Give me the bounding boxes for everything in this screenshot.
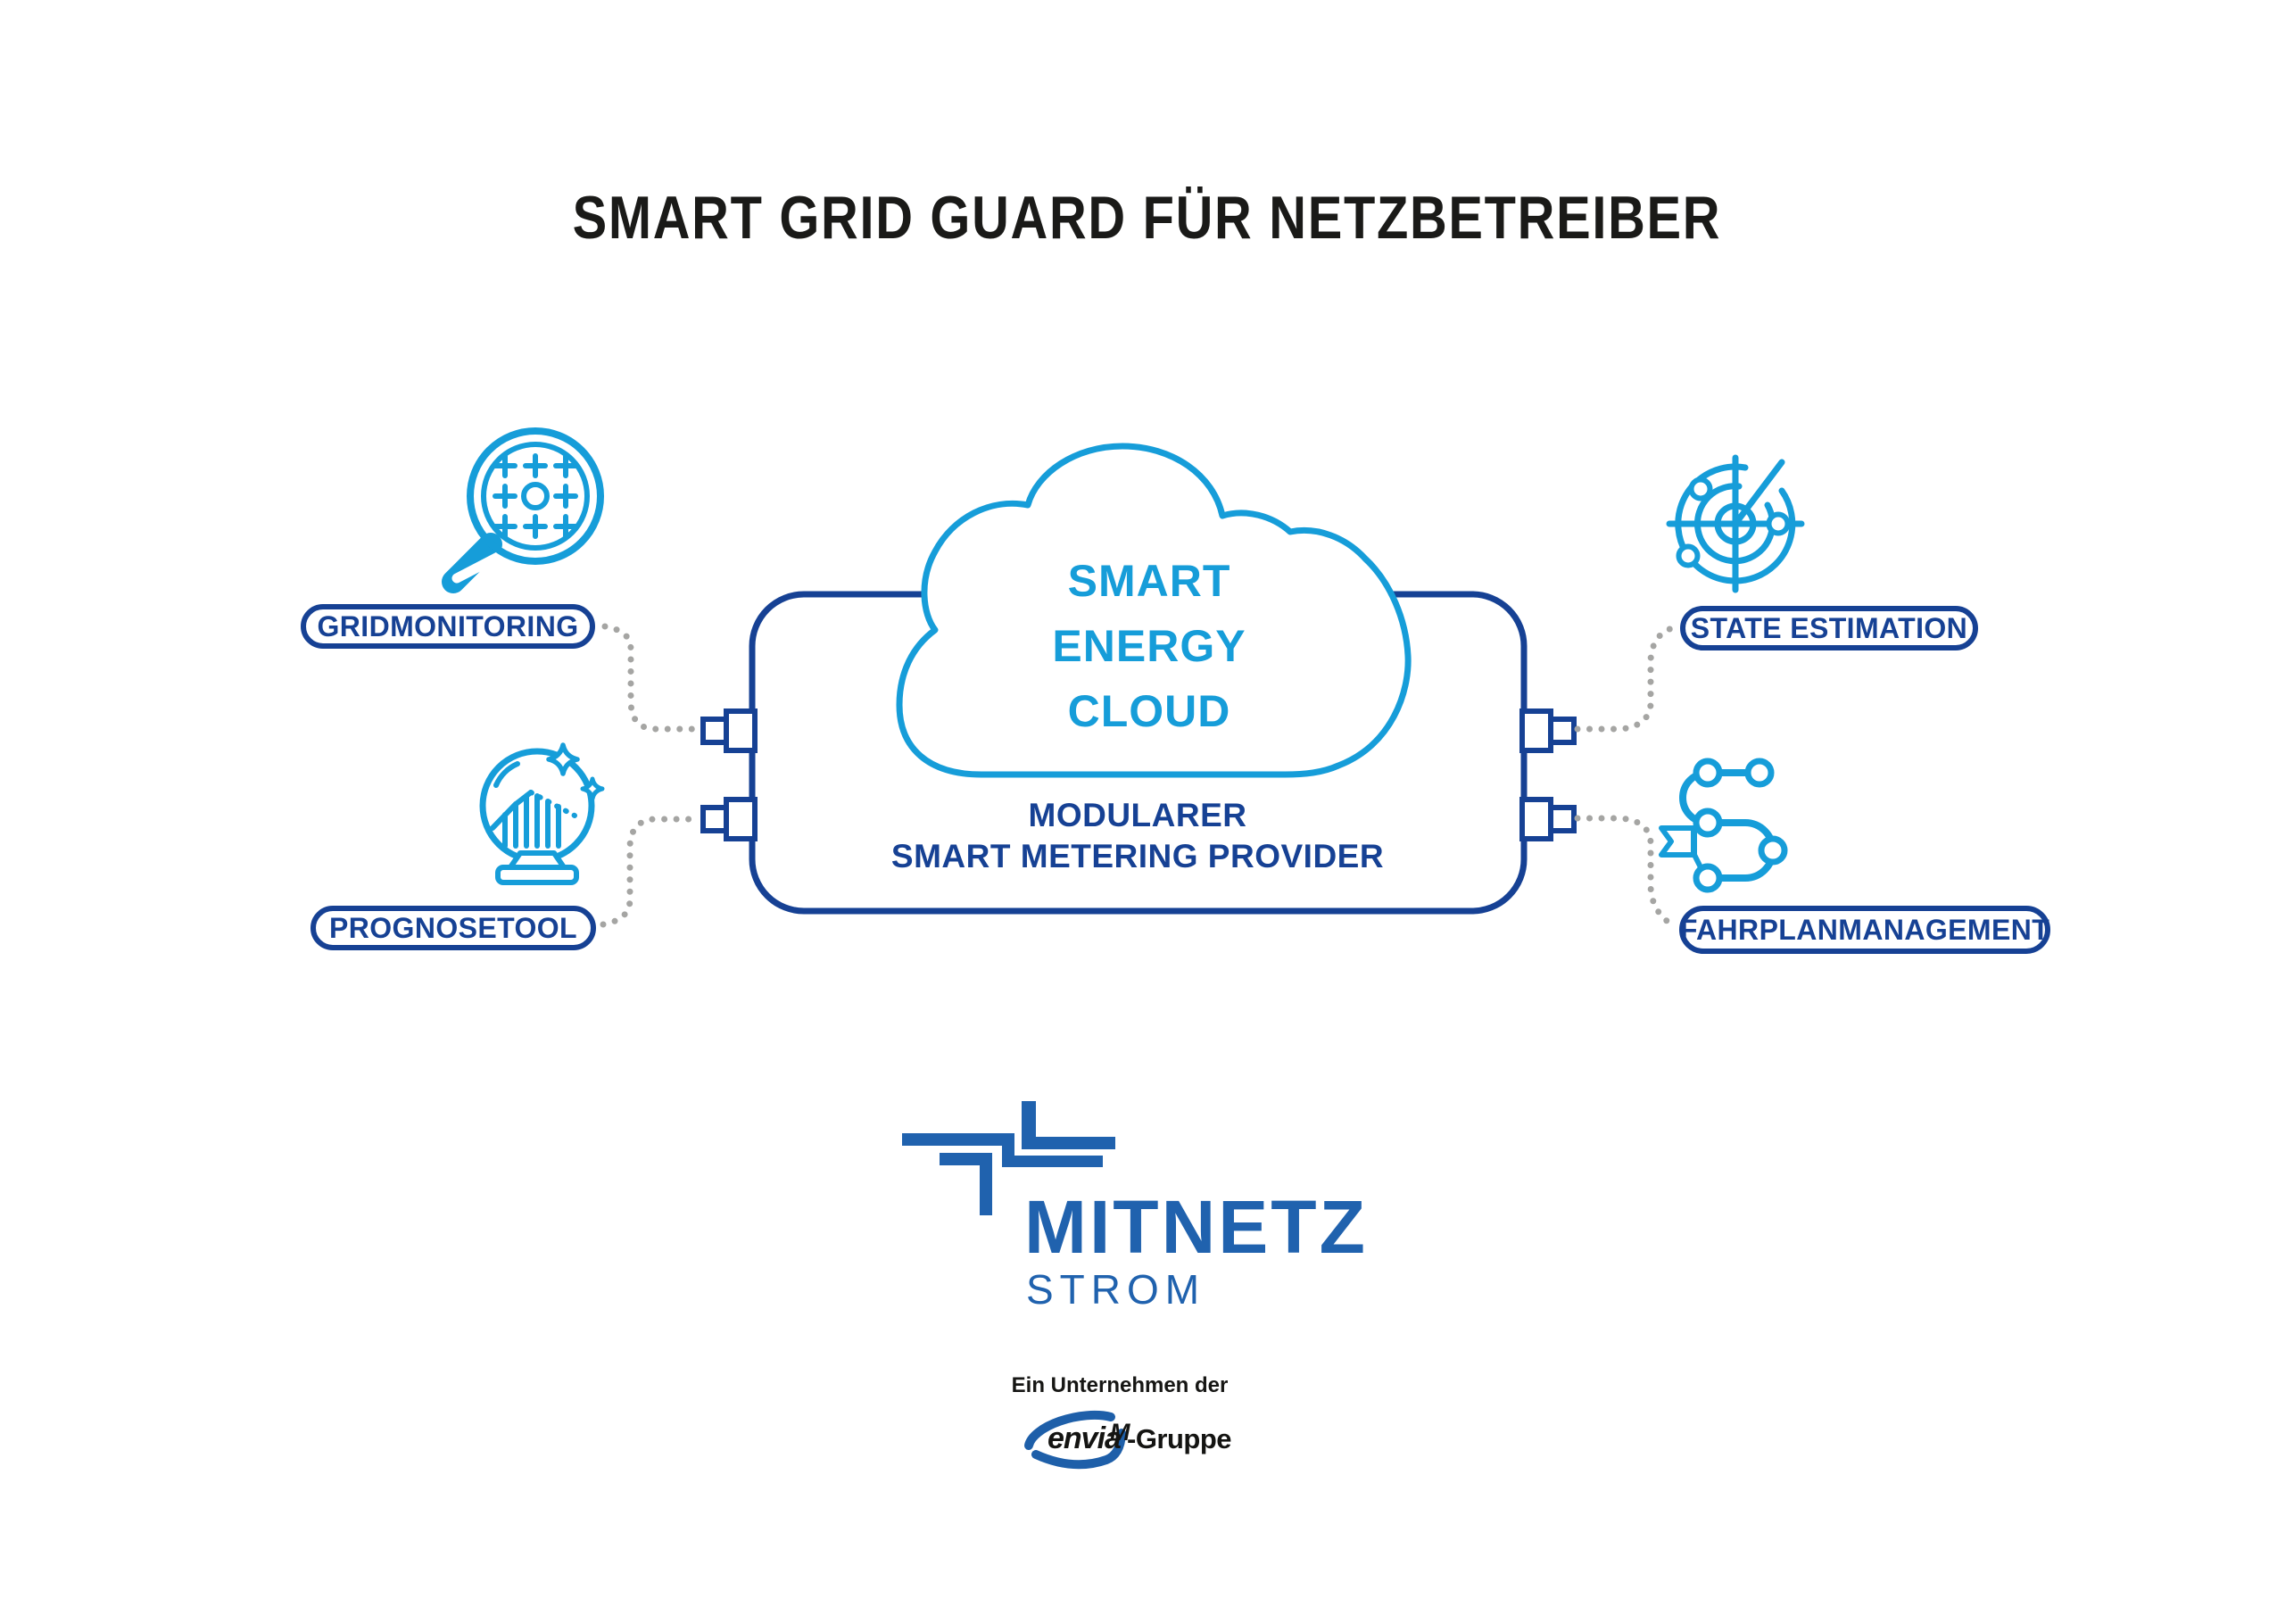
envia-group-logo: envia M -Gruppe — [1024, 1410, 1232, 1470]
route-flag-icon — [1659, 758, 1788, 893]
connector-gridmonitoring — [601, 623, 705, 733]
provider-line-2: SMART METERING PROVIDER — [890, 838, 1385, 874]
port-right-bottom — [1519, 797, 1553, 841]
brand-wordmark: MITNETZ — [1024, 1185, 1368, 1269]
connector-fahrplanmanagement — [1574, 815, 1679, 930]
cloud-shape — [896, 443, 1412, 778]
company-tagline: Ein Unternehmen der — [1011, 1373, 1229, 1397]
cloud-line-1: SMART — [1067, 556, 1231, 606]
page-title-text: SMART GRID GUARD FÜR NETZBETREIBER — [572, 184, 1721, 252]
crystal-ball-chart-icon — [479, 742, 605, 885]
port-left-bottom-pin — [700, 805, 729, 833]
radar-icon — [1666, 454, 1805, 593]
envia-m-letter: M — [1110, 1419, 1130, 1446]
pill-gridmonitoring: GRIDMONITORING — [301, 604, 595, 649]
pill-prognosetool-label: PROGNOSETOOL — [328, 912, 578, 944]
provider-label: MODULARER SMART METERING PROVIDER — [870, 795, 1405, 877]
port-connectors — [700, 708, 1577, 841]
cloud-line-3: CLOUD — [1067, 686, 1231, 736]
port-right-bottom-pin — [1548, 805, 1577, 833]
cloud-line-2: ENERGY — [1052, 621, 1246, 671]
envia-swoosh-top — [1024, 1410, 1115, 1450]
brand-division: STROM — [1026, 1266, 1206, 1313]
port-left-top-pin — [700, 717, 729, 745]
connector-state-estimation — [1574, 624, 1681, 733]
port-right-top-pin — [1548, 717, 1577, 745]
port-right-top — [1519, 708, 1553, 753]
provider-line-1: MODULARER — [1028, 797, 1247, 833]
dotted-connectors — [600, 623, 1681, 930]
port-left-top — [724, 708, 758, 753]
pill-state-estimation-label: STATE ESTIMATION — [1690, 612, 1968, 644]
envia-swoosh-bottom — [1031, 1429, 1126, 1470]
pill-fahrplanmanagement-label: FAHRPLANMANAGEMENT — [1679, 914, 2050, 946]
grid-magnifier-icon — [442, 427, 604, 593]
pill-prognosetool: PROGNOSETOOL — [310, 906, 596, 950]
envia-wordmark: envia — [1047, 1421, 1121, 1455]
page-title: SMART GRID GUARD FÜR NETZBETREIBER — [0, 187, 2277, 248]
port-left-bottom — [724, 797, 758, 841]
pill-gridmonitoring-label: GRIDMONITORING — [317, 610, 579, 642]
connector-prognosetool — [600, 816, 703, 928]
mitnetz-logo-mark — [902, 1101, 1115, 1215]
cloud-label: SMART ENERGY CLOUD — [971, 549, 1328, 744]
envia-gruppe-suffix: -Gruppe — [1127, 1423, 1231, 1454]
pill-fahrplanmanagement: FAHRPLANMANAGEMENT — [1679, 906, 2050, 954]
pill-state-estimation: STATE ESTIMATION — [1680, 606, 1978, 650]
